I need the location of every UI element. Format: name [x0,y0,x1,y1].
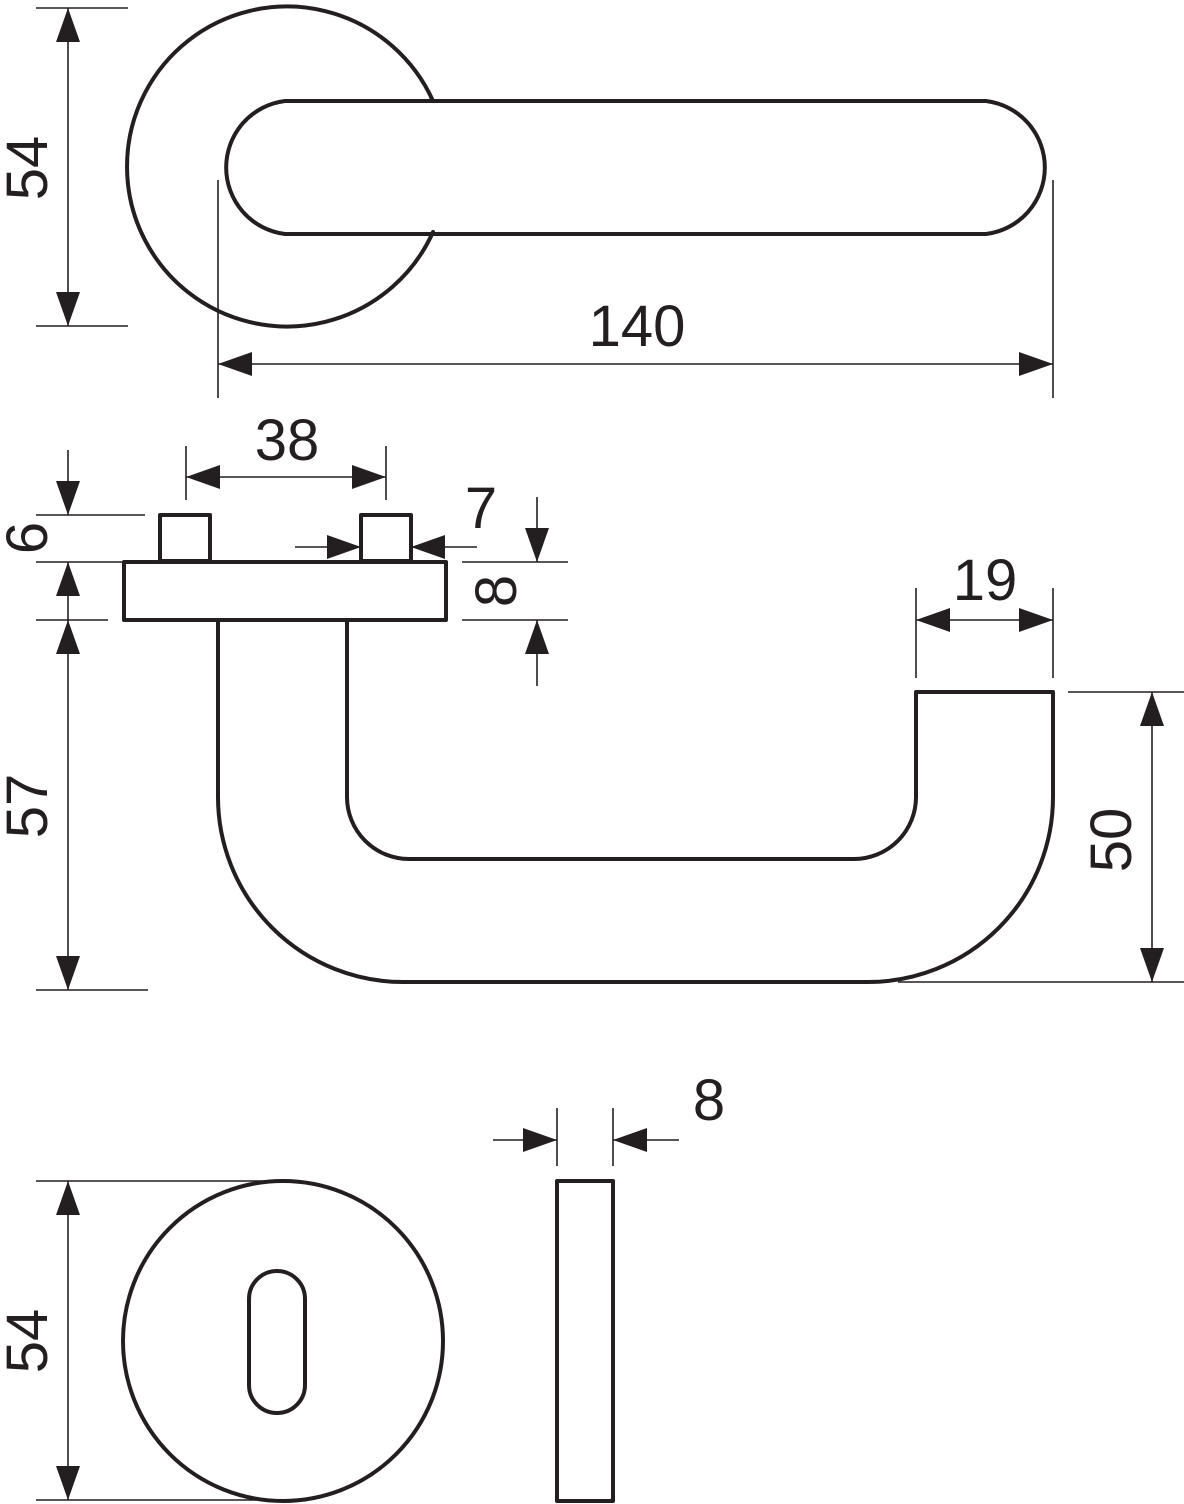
side-pin-left [158,513,212,563]
side-dimension-57: 57 [0,619,148,991]
side-pin-height-label: 6 [0,522,60,554]
side-lever-outline [216,620,1055,984]
escutcheon-keyhole [247,1269,307,1415]
escutcheon-view: 54 8 [0,1068,725,1503]
side-dimension-8: 8 [462,497,568,686]
side-spindle-spacing-label: 38 [255,408,320,473]
escutcheon-diameter-label: 54 [0,1309,60,1374]
side-dimension-50: 50 [898,691,1184,983]
top-view: 54 140 [0,4,1054,398]
side-handle-drop-label: 57 [0,774,60,839]
escutcheon-thickness-label: 8 [693,1068,725,1133]
escutcheon-side-profile [555,1179,615,1503]
side-dimension-6: 6 [0,450,145,620]
side-return-height-label: 50 [1079,808,1144,873]
top-lever-outline [224,99,1047,236]
side-rose-thickness-label: 8 [464,575,529,607]
side-dimension-7: 7 [295,476,497,559]
side-end-width-label: 19 [953,548,1018,613]
side-pin-width-label: 7 [465,476,497,541]
escutcheon-disc [121,1179,445,1503]
top-handle-length-label: 140 [589,294,686,359]
top-dimension-54: 54 [0,7,128,327]
side-view: 38 6 7 8 [0,408,1184,991]
escutcheon-dimension-8: 8 [493,1068,725,1166]
side-pin-right [359,513,413,563]
side-dimension-38: 38 [185,408,387,500]
side-dimension-19: 19 [915,548,1054,678]
side-rose-plate [122,560,448,622]
top-rose-diameter-label: 54 [0,136,60,201]
top-dimension-140: 140 [217,180,1054,398]
escutcheon-dimension-54: 54 [0,1180,283,1501]
top-rose-outline [125,4,435,329]
